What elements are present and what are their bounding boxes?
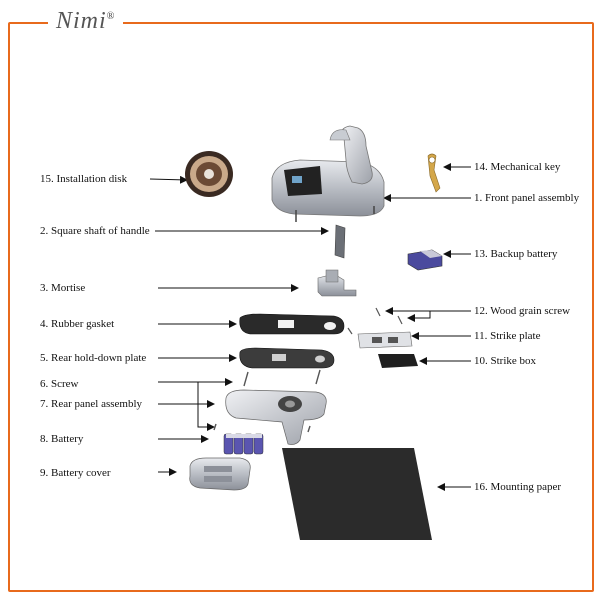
rubber-gasket-part: [239, 313, 345, 335]
label-battery: 8. Battery: [40, 433, 84, 445]
label-front-panel-assembly: 1. Front panel assembly: [474, 192, 580, 204]
installation-disk-part: [185, 151, 233, 197]
wood-grain-screw-part: [347, 307, 403, 335]
label-rear-hold-down-plate: 5. Rear hold-down plate: [40, 352, 147, 364]
square-shaft-part: [334, 224, 346, 259]
label-mounting-paper: 16. Mounting paper: [474, 481, 562, 493]
label-wood-grain-screw: 12. Wood grain screw: [474, 305, 571, 317]
battery-part: [223, 433, 264, 455]
rear-panel-assembly-part: [225, 389, 327, 445]
label-strike-plate: 11. Strike plate: [474, 330, 541, 342]
screw-part: [213, 369, 321, 433]
label-mechanical-key: 14. Mechanical key: [474, 161, 561, 173]
label-rubber-gasket: 4. Rubber gasket: [40, 318, 115, 330]
brand-logo: Nimi®: [48, 8, 124, 35]
label-backup-battery: 13. Backup battery: [474, 248, 558, 260]
strike-box-part: [378, 354, 418, 368]
label-square-shaft: 2. Square shaft of handle: [40, 225, 150, 237]
label-screw: 6. Screw: [40, 378, 79, 390]
label-battery-cover: 9. Battery cover: [40, 467, 111, 479]
label-strike-box: 10. Strike box: [474, 355, 537, 367]
battery-cover-part: [189, 457, 251, 491]
rear-hold-down-plate-part: [239, 347, 335, 369]
arrow-installation-disk: [149, 175, 188, 184]
label-mortise: 3. Mortise: [40, 282, 86, 294]
strike-plate-part: [357, 331, 413, 349]
label-installation-disk: 15. Installation disk: [40, 173, 128, 185]
arrow-screw-branch: [197, 382, 215, 431]
diagram-frame: [8, 22, 594, 592]
arrow-wood-grain-screw-branch: [407, 311, 431, 322]
mechanical-key-part: [427, 153, 441, 193]
mortise-part: [317, 269, 357, 297]
backup-battery-part: [407, 249, 443, 271]
label-rear-panel-assembly: 7. Rear panel assembly: [40, 398, 143, 410]
mounting-paper-part: [282, 448, 432, 540]
front-panel-assembly-part: [271, 125, 385, 222]
